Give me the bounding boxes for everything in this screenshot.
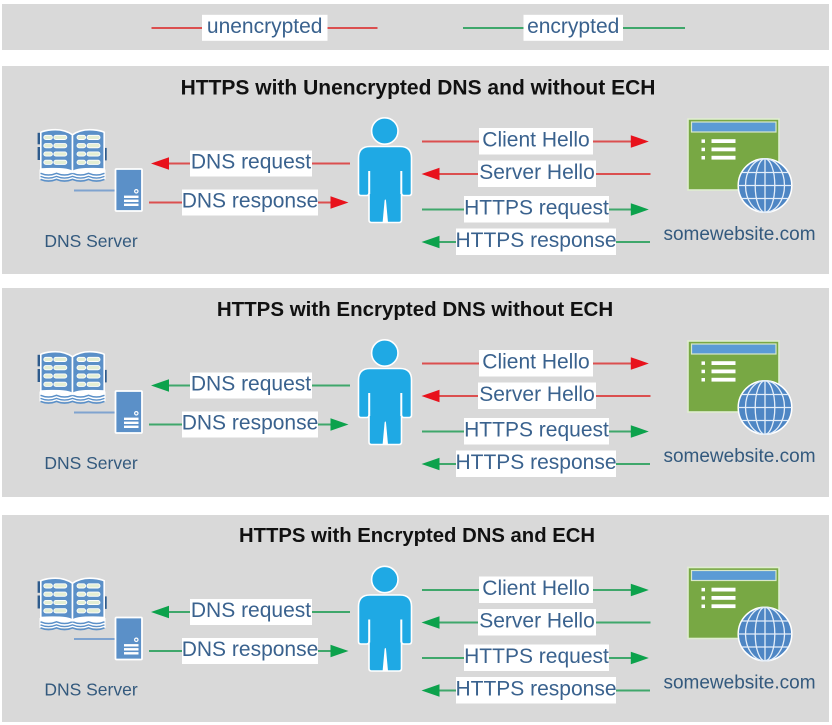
svg-text:encrypted: encrypted [527,15,619,38]
svg-text:HTTPS with Unencrypted DNS and: HTTPS with Unencrypted DNS and without E… [181,77,656,100]
svg-text:HTTPS request: HTTPS request [464,419,609,442]
svg-text:Server Hello: Server Hello [479,161,595,184]
svg-text:unencrypted: unencrypted [207,15,323,38]
svg-text:DNS request: DNS request [191,373,311,396]
svg-text:HTTPS request: HTTPS request [464,197,609,220]
svg-text:DNS request: DNS request [191,151,311,174]
svg-text:DNS response: DNS response [182,412,319,435]
svg-text:HTTPS with Encrypted DNS and E: HTTPS with Encrypted DNS and ECH [239,525,595,547]
svg-text:HTTPS request: HTTPS request [464,645,609,668]
svg-text:Client Hello: Client Hello [482,129,589,152]
svg-text:HTTPS response: HTTPS response [455,229,616,252]
svg-text:Server Hello: Server Hello [479,383,595,406]
svg-text:HTTPS response: HTTPS response [455,678,616,701]
svg-text:DNS response: DNS response [182,638,319,661]
svg-text:Client Hello: Client Hello [482,577,589,600]
svg-text:DNS request: DNS request [191,599,311,622]
svg-text:Server Hello: Server Hello [479,610,595,633]
svg-text:DNS response: DNS response [182,190,319,213]
svg-text:Client Hello: Client Hello [482,351,589,374]
svg-text:HTTPS with Encrypted DNS witho: HTTPS with Encrypted DNS without ECH [217,298,613,321]
svg-text:HTTPS response: HTTPS response [455,451,616,474]
